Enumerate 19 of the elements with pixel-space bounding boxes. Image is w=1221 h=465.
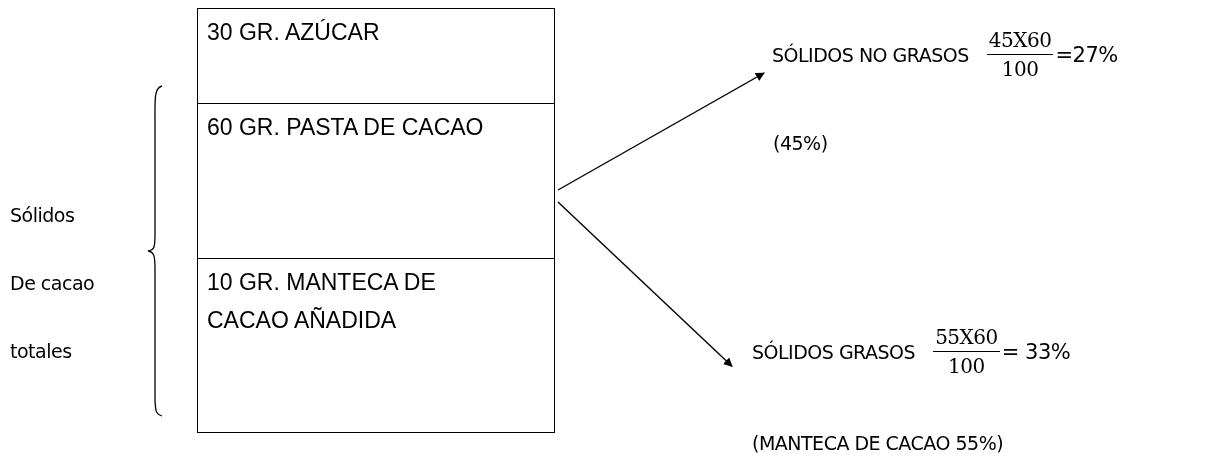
arrow	[557, 201, 733, 368]
table-cell	[197, 8, 555, 105]
table-cell	[197, 103, 555, 260]
result-value: =27%	[1055, 42, 1118, 67]
cell-text: 10 GR. MANTECA DE CACAO AÑADIDA	[207, 268, 437, 335]
note-text: (45%)	[773, 132, 828, 154]
arrow	[557, 72, 765, 191]
side-label: De cacao	[10, 272, 95, 294]
side-label: totales	[10, 340, 72, 362]
fraction: 55X60 100	[933, 325, 1000, 378]
note-text: (MANTECA DE CACAO 55%)	[752, 432, 1004, 454]
side-label: Sólidos	[10, 204, 75, 226]
cell-text: 30 GR. AZÚCAR	[207, 18, 381, 47]
table-cell	[197, 258, 555, 433]
cell-text: 60 GR. PASTA DE CACAO	[207, 113, 485, 142]
result-heading: SÓLIDOS NO GRASOS	[772, 43, 969, 66]
fraction: 45X60 100	[986, 28, 1054, 81]
result-heading: SÓLIDOS GRASOS	[752, 340, 916, 363]
result-value: = 33%	[1001, 339, 1071, 364]
